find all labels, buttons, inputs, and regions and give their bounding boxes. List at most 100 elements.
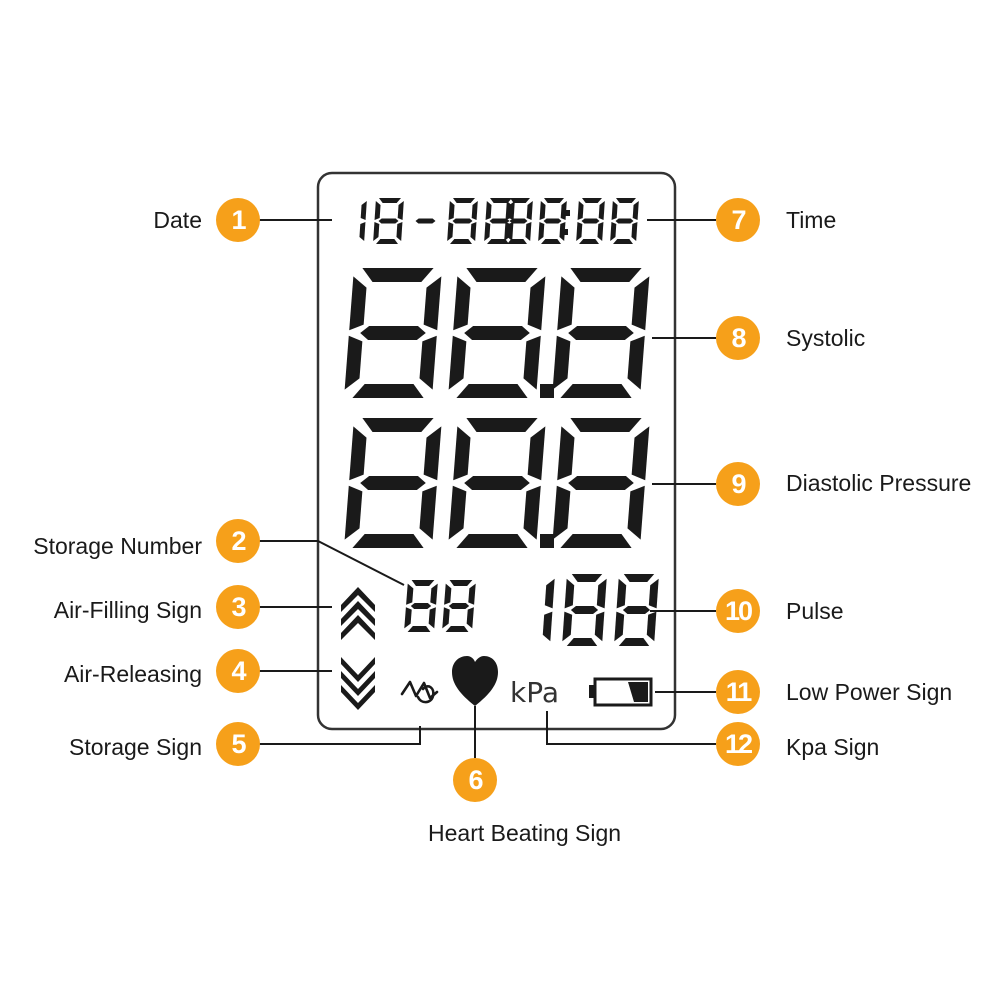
digit-0-seg-c (542, 611, 553, 642)
digit-1-seg-d (566, 638, 598, 646)
digit-1-seg-e (562, 611, 573, 642)
digit-2-seg-d (560, 384, 632, 398)
time-digits (504, 198, 639, 244)
label-time: Time (786, 207, 837, 233)
digit-0-seg-a (510, 198, 530, 203)
digit-1-seg-a (466, 418, 538, 432)
digit-1-seg-f (444, 583, 452, 605)
digit-0-seg-b (423, 426, 442, 481)
digit-0-seg-f (349, 276, 367, 331)
digit-1-seg-b (527, 276, 546, 331)
digit-4-seg-e (484, 222, 491, 241)
lcd-frame (316, 171, 677, 731)
leader-lines (258, 219, 716, 758)
digit-4-seg-g (489, 218, 510, 224)
digit-2-seg-a (623, 574, 655, 582)
digit-10-seg-f (577, 201, 584, 220)
digit-3-seg-d (450, 239, 472, 244)
digit-0-seg-c (419, 485, 437, 540)
digit-1-seg-g (464, 476, 530, 490)
digit-1-seg-b (527, 426, 546, 481)
callout-badge-12: 12 (716, 722, 760, 766)
label-pulse: Pulse (786, 598, 844, 624)
diastolic-digits (344, 418, 650, 548)
digit-1-seg-g (464, 326, 530, 340)
digit-3-seg-b (471, 201, 478, 220)
digit-1-seg-e (442, 607, 450, 629)
digit-2-seg-d (618, 638, 650, 646)
label-air-releasing: Air-Releasing (63, 661, 202, 687)
digit-2-seg-b (631, 426, 650, 481)
callout-badge-2: 2 (216, 519, 260, 563)
digit-0-seg-b (423, 276, 442, 331)
digit-2-seg-g (415, 218, 436, 224)
digit-0-seg-b (430, 583, 438, 605)
digit-0-seg-b (360, 201, 367, 220)
digit-1-seg-e (448, 485, 467, 540)
label-low-power: Low Power Sign (786, 679, 953, 705)
callout-badge-3: 3 (216, 585, 260, 629)
digit-3-seg-e (447, 222, 454, 241)
digit-4-seg-d (487, 239, 509, 244)
digit-11-seg-a (616, 198, 636, 203)
digit-1-seg-a (449, 580, 473, 586)
digit-0-seg-g (410, 603, 432, 609)
digit-1-seg-a (466, 268, 538, 282)
battery-icon (589, 677, 653, 707)
digit-1-seg-e (448, 335, 467, 390)
digit-2-seg-a (570, 418, 642, 432)
callout-badge-7: 7 (716, 198, 760, 242)
digit-2-seg-f (557, 426, 575, 481)
digit-1-seg-f (453, 426, 471, 481)
digit-0-seg-f (349, 426, 367, 481)
callout-badge-8: 8 (716, 316, 760, 360)
digit-1-seg-d (376, 239, 398, 244)
digit-1-seg-e (373, 222, 380, 241)
decimal-point (540, 534, 554, 548)
digit-1-seg-g (378, 218, 399, 224)
label-kpa: Kpa Sign (786, 734, 880, 760)
digit-10-seg-b (598, 201, 605, 220)
callout-badge-9: 9 (716, 462, 760, 506)
digit-2-seg-d (560, 534, 632, 548)
label-diastolic: Diastolic Pressure (786, 470, 972, 496)
digit-1-seg-f (453, 276, 471, 331)
callout-badge-4: 4 (216, 649, 260, 693)
digit-2-seg-f (557, 276, 575, 331)
digit-0-seg-d (352, 534, 424, 548)
callout-badge-11: 11 (716, 670, 760, 714)
heart-icon (452, 656, 498, 706)
digit-0-seg-d (407, 626, 431, 632)
digit-1-seg-b (596, 578, 607, 609)
decimal-point (540, 384, 554, 398)
digit-2-seg-g (568, 476, 634, 490)
digit-2-seg-e (614, 611, 625, 642)
digit-2-seg-c (627, 485, 645, 540)
digit-11-seg-g (615, 218, 634, 224)
label-storage-number: Storage Number (33, 533, 202, 559)
callout-badge-1: 1 (216, 198, 260, 242)
digit-1-seg-c (594, 611, 605, 642)
digit-11-seg-e (610, 222, 617, 241)
digit-11-seg-f (611, 201, 618, 220)
digit-10-seg-g (581, 218, 600, 224)
systolic-digits (344, 268, 650, 398)
digit-1-seg-c (466, 607, 474, 629)
digit-0-seg-c (359, 222, 366, 241)
digit-1-seg-d (456, 534, 528, 548)
digit-1-seg-f (564, 578, 575, 609)
callout-badge-10: 10 (716, 589, 760, 633)
digit-2-seg-b (631, 276, 650, 331)
digit-0-seg-d (507, 239, 527, 244)
digit-3-seg-c (470, 222, 477, 241)
label-date: Date (153, 207, 202, 233)
digit-0-seg-e (344, 485, 363, 540)
digit-3-seg-g (452, 218, 473, 224)
digit-0-seg-a (362, 268, 434, 282)
digit-0-seg-e (504, 222, 511, 241)
digit-0-seg-c (428, 607, 436, 629)
callout-badge-6: 6 (453, 758, 497, 802)
digit-1-seg-d (445, 626, 469, 632)
digit-0-seg-a (362, 418, 434, 432)
